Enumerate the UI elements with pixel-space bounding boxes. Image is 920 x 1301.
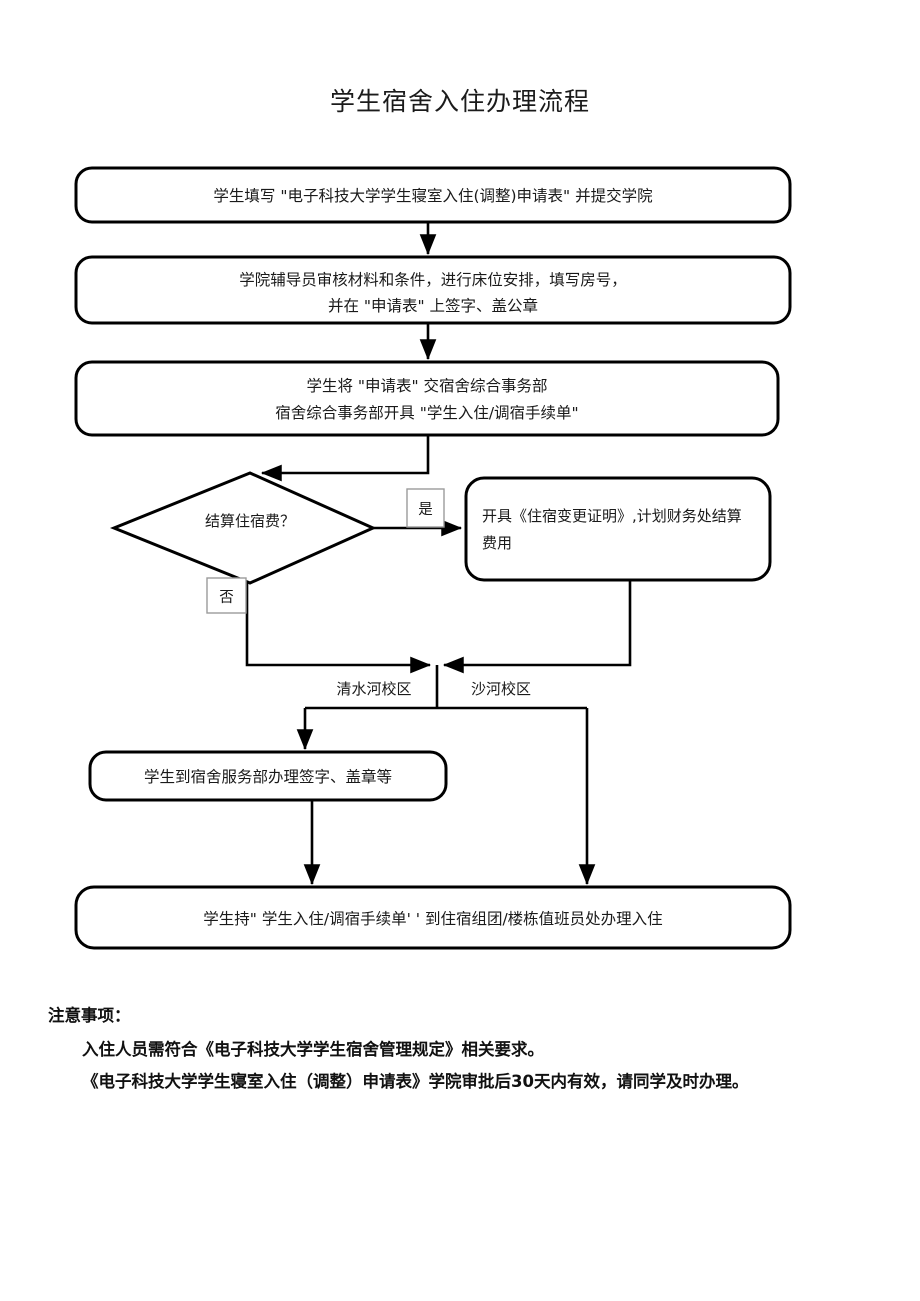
page-title: 学生宿舍入住办理流程 [329, 87, 590, 116]
notes-section: 注意事项： 入住人员需符合《电子科技大学学生宿舍管理规定》相关要求。 《电子科技… [48, 1000, 878, 1099]
edge-label-no-box [206, 577, 247, 614]
edge-label-yes-box [406, 488, 445, 528]
flow-node-step3[interactable]: 学生将 "申请表" 交宿舍综合事务部 宿舍综合事务部开具 "学生入住/调宿手续单… [74, 360, 780, 437]
flowchart-diagram: 学生填写 "电子科技大学学生寝室入住(调整)申请表" 并提交学院 学院辅导员审核… [74, 166, 792, 950]
connector-step3-decision [260, 435, 430, 482]
flow-node-step6-label: 学生持" 学生入住/调宿手续单' ' 到住宿组团/楼栋值班员处办理入住 [203, 910, 662, 928]
flow-node-step2[interactable]: 学院辅导员审核材料和条件，进行床位安排，填写房号， 并在 "申请表" 上签字、盖… [74, 255, 792, 325]
edge-label-yes-text: 是 [418, 502, 433, 518]
notes-item-2: 《电子科技大学学生寝室入住（调整）申请表》学院审批后30天内有效，请同学及时办理… [82, 1072, 749, 1092]
campus-label-shahe: 沙河校区 [471, 680, 531, 698]
flow-node-step6-shape [74, 885, 792, 950]
notes-item-1: 入住人员需符合《电子科技大学学生宿舍管理规定》相关要求。 [82, 1040, 544, 1060]
flow-node-step4-shape [464, 476, 772, 582]
flow-node-step5-label: 学生到宿舍服务部办理签字、盖章等 [144, 768, 392, 786]
flow-node-step6[interactable]: 学生持" 学生入住/调宿手续单' ' 到住宿组团/楼栋值班员处办理入住 [74, 885, 792, 950]
flow-node-step4[interactable]: 开具《住宿变更证明》,计划财务处结算 费用 [464, 476, 772, 582]
flow-node-step5[interactable]: 学生到宿舍服务部办理签字、盖章等 [88, 750, 448, 802]
edge-label-yes: 是 [406, 488, 445, 528]
flow-node-step1[interactable]: 学生填写 "电子科技大学学生寝室入住(调整)申请表" 并提交学院 [74, 166, 792, 224]
flow-node-step3-shape [74, 360, 780, 437]
flow-node-step2-line2: 并在 "申请表" 上签字、盖公章 [328, 297, 538, 315]
flow-node-decision-shape [109, 471, 377, 585]
flow-node-step1-line1: 学生填写 "电子科技大学学生寝室入住(调整)申请表" 并提交学院 [213, 186, 652, 205]
flow-node-step1-shape [74, 166, 792, 224]
connector-step4-merge [442, 580, 632, 674]
flow-node-step4-line2: 费用 [482, 534, 512, 552]
notes-heading: 注意事项： [48, 1006, 131, 1025]
flow-node-step2-line1: 学院辅导员审核材料和条件，进行床位安排，填写房号， [239, 270, 627, 289]
connector-decision-no-merge [245, 582, 432, 674]
flow-node-step3-line2: 宿舍综合事务部开具 "学生入住/调宿手续单" [275, 404, 578, 422]
flow-node-step3-line1: 学生将 "申请表" 交宿舍综合事务部 [306, 377, 547, 395]
flow-node-step5-shape [88, 750, 448, 802]
flow-node-step4-line1: 开具《住宿变更证明》,计划财务处结算 [482, 507, 742, 525]
campus-label-qingshuihe: 清水河校区 [336, 680, 411, 698]
flow-node-step2-shape [74, 255, 792, 325]
edge-label-no: 否 [206, 577, 247, 614]
flow-node-decision[interactable]: 结算住宿费？ [109, 471, 377, 585]
flow-node-decision-label: 结算住宿费？ [205, 512, 295, 530]
edge-label-no-text: 否 [219, 590, 234, 606]
